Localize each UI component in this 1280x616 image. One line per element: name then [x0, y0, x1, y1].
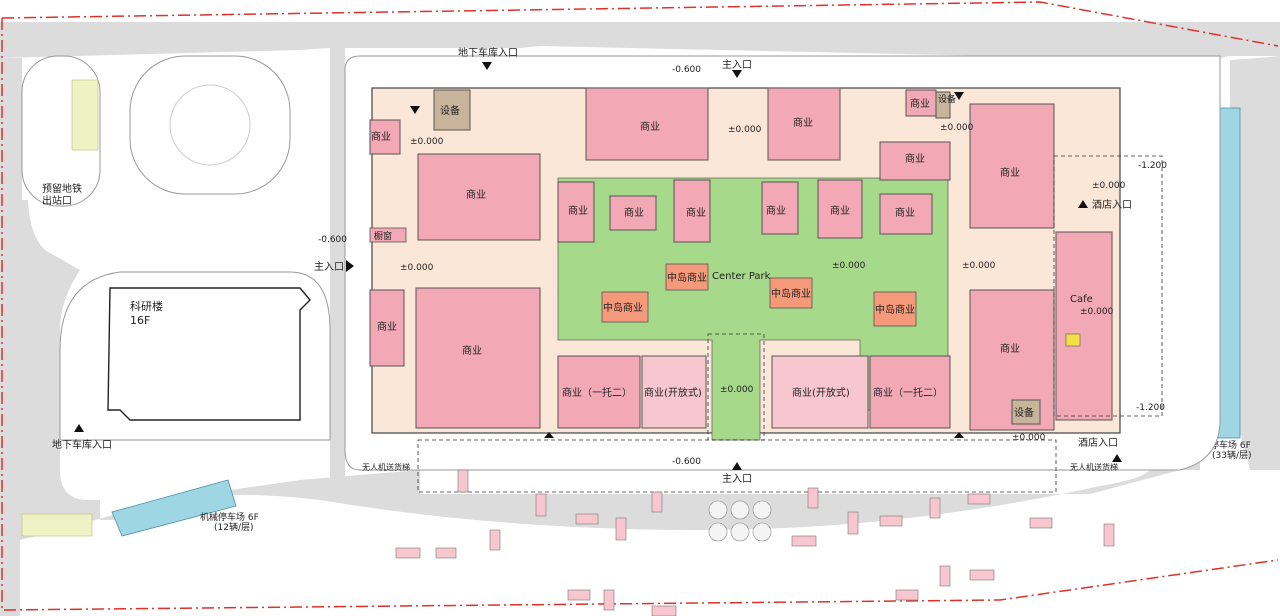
svg-text:±0.000: ±0.000 [1092, 181, 1126, 191]
svg-text:商业: 商业 [462, 344, 482, 357]
svg-text:-0.600: -0.600 [318, 235, 347, 245]
showcase [369, 227, 407, 243]
commercial-lower: 商业（一托二） 商业(开放式) 商业(开放式) 商业（一托二） [557, 355, 951, 429]
svg-text:商业(开放式): 商业(开放式) [644, 386, 702, 399]
research-building-floors: 16F [130, 314, 150, 327]
center-park [557, 177, 949, 441]
svg-text:±0.000: ±0.000 [1080, 307, 1114, 317]
equipment-rooms: 设备 设备 设备 [433, 89, 1041, 425]
svg-text:商业: 商业 [371, 130, 391, 143]
svg-text:±0.000: ±0.000 [832, 261, 866, 271]
fountain-cluster [708, 500, 772, 542]
svg-text:商业: 商业 [905, 152, 925, 165]
svg-text:商业: 商业 [686, 206, 706, 219]
svg-text:商业（一托二）: 商业（一托二） [562, 386, 632, 399]
metro-exit-label-2: 出站口 [42, 194, 72, 207]
svg-text:商业: 商业 [1000, 166, 1020, 179]
svg-text:主入口: 主入口 [314, 261, 344, 273]
svg-text:±0.000: ±0.000 [1012, 433, 1046, 443]
svg-text:主入口: 主入口 [722, 473, 752, 485]
svg-text:无人机送货梯: 无人机送货梯 [1070, 462, 1118, 472]
svg-text:商业: 商业 [830, 204, 850, 217]
commercial-blocks: 商业 商业 商业 商业 商业 商业 商业 商业 商业 商业 商业 商业 商业 商… [369, 87, 1055, 431]
svg-text:商业（一托二）: 商业（一托二） [873, 386, 943, 399]
svg-text:商业(开放式): 商业(开放式) [792, 386, 850, 399]
parking-spots [395, 469, 1115, 616]
mech-parking-left: 机械停车场 6F (12辆/层) [21, 479, 259, 537]
svg-text:地下车库入口: 地下车库入口 [52, 438, 112, 451]
svg-text:主入口: 主入口 [722, 59, 752, 71]
svg-text:酒店入口: 酒店入口 [1092, 198, 1132, 211]
cafe: Cafe [1055, 231, 1113, 421]
svg-text:-0.600: -0.600 [672, 65, 701, 75]
svg-text:酒店入口: 酒店入口 [1078, 436, 1118, 449]
svg-text:±0.000: ±0.000 [962, 261, 996, 271]
svg-text:地下车库入口: 地下车库入口 [458, 46, 518, 59]
svg-text:设备: 设备 [440, 104, 460, 117]
svg-text:机械停车场 6F: 机械停车场 6F [200, 511, 259, 523]
svg-text:中岛商业: 中岛商业 [875, 303, 915, 316]
entrance-markers [74, 62, 1122, 470]
svg-text:商业: 商业 [466, 188, 486, 201]
svg-text:商业: 商业 [766, 204, 786, 217]
showcase-label: 橱窗 [374, 230, 392, 242]
metro-exit-label: 预留地铁 [42, 182, 82, 195]
svg-text:设备: 设备 [1014, 406, 1034, 419]
center-park-label: Center Park [712, 271, 771, 282]
svg-text:±0.000: ±0.000 [720, 385, 754, 395]
svg-text:设备: 设备 [938, 93, 956, 105]
dashed-outlines [417, 155, 1163, 493]
svg-text:商业: 商业 [793, 116, 813, 129]
svg-text:商业: 商业 [910, 97, 930, 110]
svg-text:商业: 商业 [895, 206, 915, 219]
research-building-name: 科研楼 [130, 299, 163, 313]
svg-text:无人机送货梯: 无人机送货梯 [362, 462, 410, 472]
svg-text:中岛商业: 中岛商业 [667, 271, 707, 284]
svg-text:中岛商业: 中岛商业 [603, 301, 643, 314]
svg-text:商业: 商业 [568, 204, 588, 217]
level-markers: ±0.000 ±0.000 ±0.000 ±0.000 ±0.000 ±0.00… [400, 123, 1126, 443]
research-building: 科研楼 16F [59, 271, 331, 441]
svg-text:商业: 商业 [377, 320, 397, 333]
svg-text:±0.000: ±0.000 [940, 123, 974, 133]
svg-text:±0.000: ±0.000 [400, 263, 434, 273]
svg-text:(33辆/层): (33辆/层) [1212, 449, 1252, 461]
svg-text:Cafe: Cafe [1070, 294, 1093, 305]
island-shops: 中岛商业 中岛商业 中岛商业 中岛商业 [601, 263, 917, 327]
svg-text:商业: 商业 [640, 120, 660, 133]
svg-text:±0.000: ±0.000 [728, 125, 762, 135]
svg-text:商业: 商业 [624, 206, 644, 219]
svg-text:(12辆/层): (12辆/层) [214, 521, 254, 533]
map-labels: 地下车库入口 主入口 -0.600 -0.600 主入口 地下车库入口 无人机送… [52, 46, 1167, 485]
svg-text:-1.200: -1.200 [1136, 403, 1165, 413]
svg-text:中岛商业: 中岛商业 [771, 287, 811, 300]
svg-text:±0.000: ±0.000 [410, 137, 444, 147]
svg-text:商业: 商业 [1000, 342, 1020, 355]
svg-text:-1.200: -1.200 [1138, 161, 1167, 171]
svg-text:-0.600: -0.600 [672, 457, 701, 467]
